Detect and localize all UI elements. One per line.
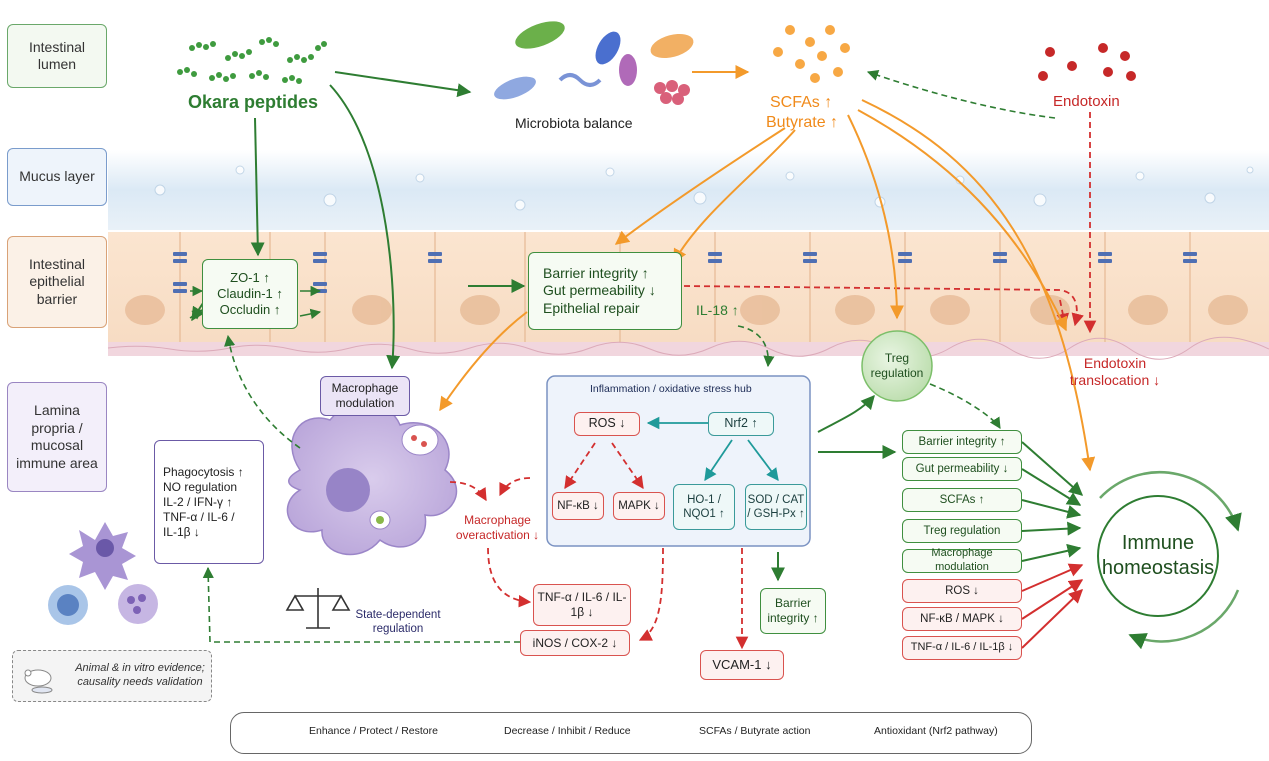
scfas-label: SCFAs ↑ — [770, 94, 833, 111]
nrf2-box: Nrf2 ↑ — [708, 412, 774, 436]
tj-claudin: Claudin-1 ↑ — [217, 285, 283, 301]
effect-ros: ROS ↓ — [902, 579, 1022, 603]
legend-decrease: Decrease / Inhibit / Reduce — [504, 725, 631, 737]
effect-barrier-integrity: Barrier integrity ↑ — [902, 430, 1022, 454]
tnf-il6-item: TNF-α / IL-6 / — [163, 509, 235, 524]
sod-box: SOD / CAT / GSH-Px ↑ — [745, 484, 807, 530]
phago-item: Phagocytosis ↑ — [163, 464, 244, 479]
endotoxin-label: Endotoxin — [1053, 93, 1120, 110]
legend: Enhance / Protect / Restore Decrease / I… — [230, 712, 1032, 754]
effect-cytokines: TNF-α / IL-6 / IL-1β ↓ — [902, 636, 1022, 660]
no-regulation-item: NO regulation — [163, 479, 238, 494]
effect-gut-permeability: Gut permeability ↓ — [902, 457, 1022, 481]
ho1-box: HO-1 / NQO1 ↑ — [673, 484, 735, 530]
inos-output-box: iNOS / COX-2 ↓ — [520, 630, 630, 656]
ros-box: ROS ↓ — [574, 412, 640, 436]
gut-permeability: Gut permeability ↓ — [543, 282, 656, 299]
zone-lumen-label: Intestinal lumen — [7, 24, 107, 88]
mucus-bubbles — [154, 165, 1254, 211]
scfa-icon — [773, 25, 850, 83]
enhance-dashed-arrows — [202, 70, 1056, 643]
enhance-arrows — [191, 71, 1084, 582]
tj-occludin: Occludin ↑ — [219, 302, 281, 318]
antioxidant-arrows — [646, 416, 779, 482]
barrier-output-box: Barrier integrity ↑ — [760, 588, 826, 634]
nfkb-box: NF-κB ↓ — [552, 492, 604, 520]
effect-nfkb-mapk: NF-κB / MAPK ↓ — [902, 607, 1022, 631]
zone-epithelial-label: Intestinal epithelial barrier — [7, 236, 107, 328]
treg-label: Treg regulation — [870, 351, 924, 380]
effect-scfas: SCFAs ↑ — [902, 488, 1022, 512]
macrophage-overactivation-label: Macrophage overactivation ↓ — [455, 513, 540, 542]
scfa-arrows — [439, 65, 1096, 472]
immune-cycle-arc — [1099, 470, 1242, 532]
immune-cells-icon — [48, 522, 158, 625]
tnf-output-box: TNF-α / IL-6 / IL-1β ↓ — [533, 584, 631, 626]
decrease-arrows — [1021, 563, 1084, 649]
okara-peptides-label: Okara peptides — [188, 92, 319, 112]
microbiota-icon — [494, 21, 694, 105]
effect-treg: Treg regulation — [902, 519, 1022, 543]
endotoxin-icon — [1038, 43, 1136, 81]
vcam-output-box: VCAM-1 ↓ — [700, 650, 784, 680]
microbiota-label: Microbiota balance — [515, 115, 633, 131]
immune-cycle-arc-lower — [1128, 589, 1240, 650]
tj-zo1: ZO-1 ↑ — [230, 269, 270, 285]
okara-peptide-icon — [177, 37, 327, 84]
mucus-layer — [108, 150, 1269, 230]
butyrate-label: Butyrate ↑ — [766, 114, 839, 131]
effect-macrophage: Macrophage modulation — [902, 547, 1022, 573]
macrophage-modulation-label: Macrophage modulation — [320, 376, 410, 416]
macrophage-icon — [286, 403, 458, 556]
mapk-box: MAPK ↓ — [613, 492, 665, 520]
legend-scfa: SCFAs / Butyrate action — [699, 725, 811, 737]
immune-homeostasis-circle — [1097, 495, 1219, 617]
tight-junction-arrows — [189, 285, 322, 320]
il1b-item: IL-1β ↓ — [163, 524, 200, 539]
hub-title: Inflammation / oxidative stress hub — [590, 383, 752, 395]
mouse-icon — [24, 669, 53, 694]
scales-icon — [285, 588, 351, 629]
tight-junction-box: ZO-1 ↑ Claudin-1 ↑ Occludin ↑ — [202, 259, 298, 329]
endotoxin-translocation-label: Endotoxin translocation ↓ — [1069, 354, 1161, 389]
epithelial-repair: Epithelial repair — [543, 299, 640, 316]
legend-antioxidant: Antioxidant (Nrf2 pathway) — [874, 725, 998, 737]
il2-ifn-item: IL-2 / IFN-γ ↑ — [163, 494, 233, 509]
immune-homeostasis-label: Immune homeostasis — [1101, 532, 1215, 579]
zone-lamina-label: Lamina propria / mucosal immune area — [7, 382, 107, 492]
state-dependent-label: State-dependent regulation — [355, 608, 441, 635]
il18-label: IL-18 ↑ — [696, 302, 739, 318]
barrier-box: Barrier integrity ↑ Gut permeability ↓ E… — [528, 252, 682, 330]
barrier-integrity: Barrier integrity ↑ — [543, 264, 649, 281]
zone-mucus-label: Mucus layer — [7, 148, 107, 206]
legend-enhance: Enhance / Protect / Restore — [309, 725, 438, 737]
treg-cell-icon — [861, 330, 933, 402]
phagocytosis-box: Phagocytosis ↑ NO regulation IL-2 / IFN-… — [154, 440, 264, 564]
